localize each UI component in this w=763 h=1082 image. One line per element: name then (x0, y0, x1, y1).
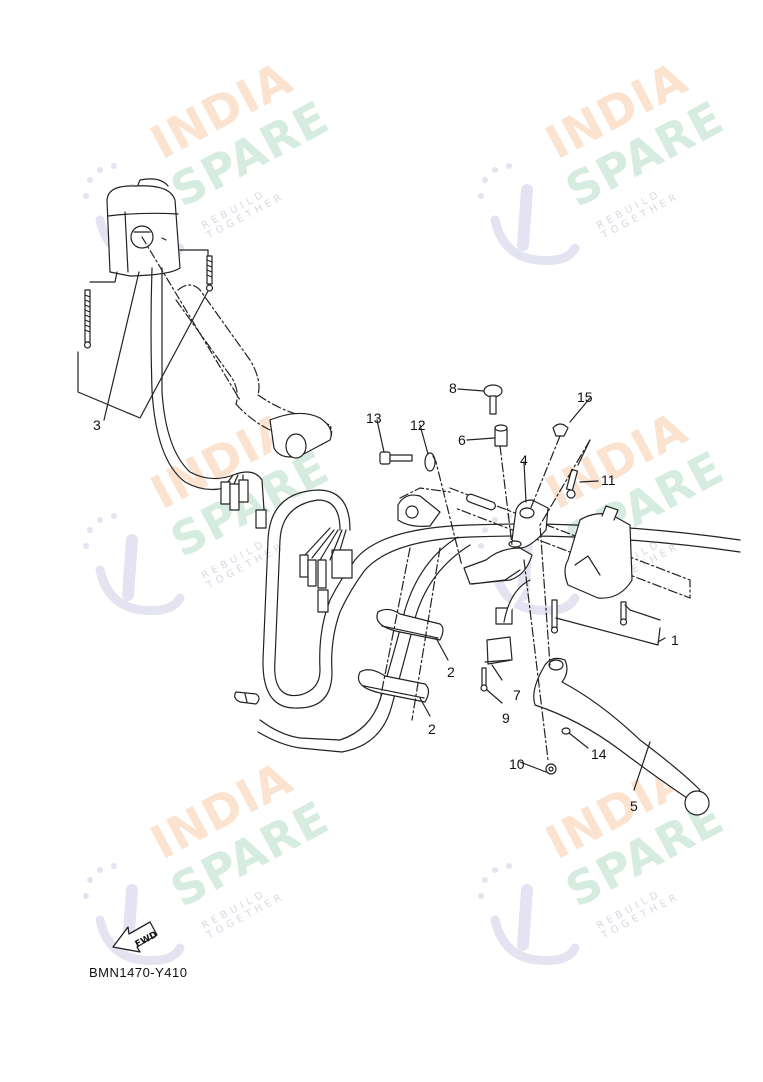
screw-icon (550, 599, 559, 634)
callout-12: 12 (410, 417, 426, 433)
handlebar-right-phantom (399, 487, 691, 599)
callout-1: 1 (671, 632, 679, 648)
left-handle-switch (77, 178, 241, 421)
nut-icon (545, 763, 557, 775)
collar-icon (494, 424, 508, 447)
bolt-icon (379, 451, 413, 465)
callout-3: 3 (93, 417, 101, 433)
bolt-icon (483, 384, 503, 415)
callout-2: 2 (447, 664, 455, 680)
callout-13: 13 (366, 410, 382, 426)
fwd-arrow-icon (112, 921, 158, 953)
connector-cluster-right (299, 527, 353, 613)
clutch-switch (484, 579, 531, 665)
ring-terminal (234, 691, 260, 705)
drawing-code: BMN1470-Y410 (89, 965, 188, 980)
clutch-lever (533, 657, 710, 816)
throttle-grip-end (269, 412, 332, 459)
screw-icon (83, 289, 92, 349)
lever-holder (463, 499, 549, 585)
screw-icon (205, 255, 214, 292)
callout-14: 14 (591, 746, 607, 762)
cable-band (357, 669, 430, 703)
cable-band (376, 608, 444, 641)
master-bracket (397, 493, 496, 527)
cap-icon (552, 423, 569, 437)
callout-15: 15 (577, 389, 593, 405)
callout-11: 11 (601, 472, 616, 488)
left-switch-cable (150, 267, 237, 491)
callout-10: 10 (509, 756, 525, 772)
callout-9: 9 (502, 710, 510, 726)
washer-icon (424, 452, 436, 472)
callout-8: 8 (449, 380, 457, 396)
callout-6: 6 (458, 432, 466, 448)
washer-icon (561, 727, 571, 735)
right-handle-switch (564, 505, 633, 599)
callout-7: 7 (513, 687, 521, 703)
callout-2: 2 (428, 721, 436, 737)
callout-4: 4 (520, 452, 528, 468)
connector-cluster-left (220, 471, 267, 529)
screw-icon (480, 667, 488, 692)
screw-icon (619, 601, 628, 626)
callout-5: 5 (630, 798, 638, 814)
screw-icon (565, 468, 579, 499)
